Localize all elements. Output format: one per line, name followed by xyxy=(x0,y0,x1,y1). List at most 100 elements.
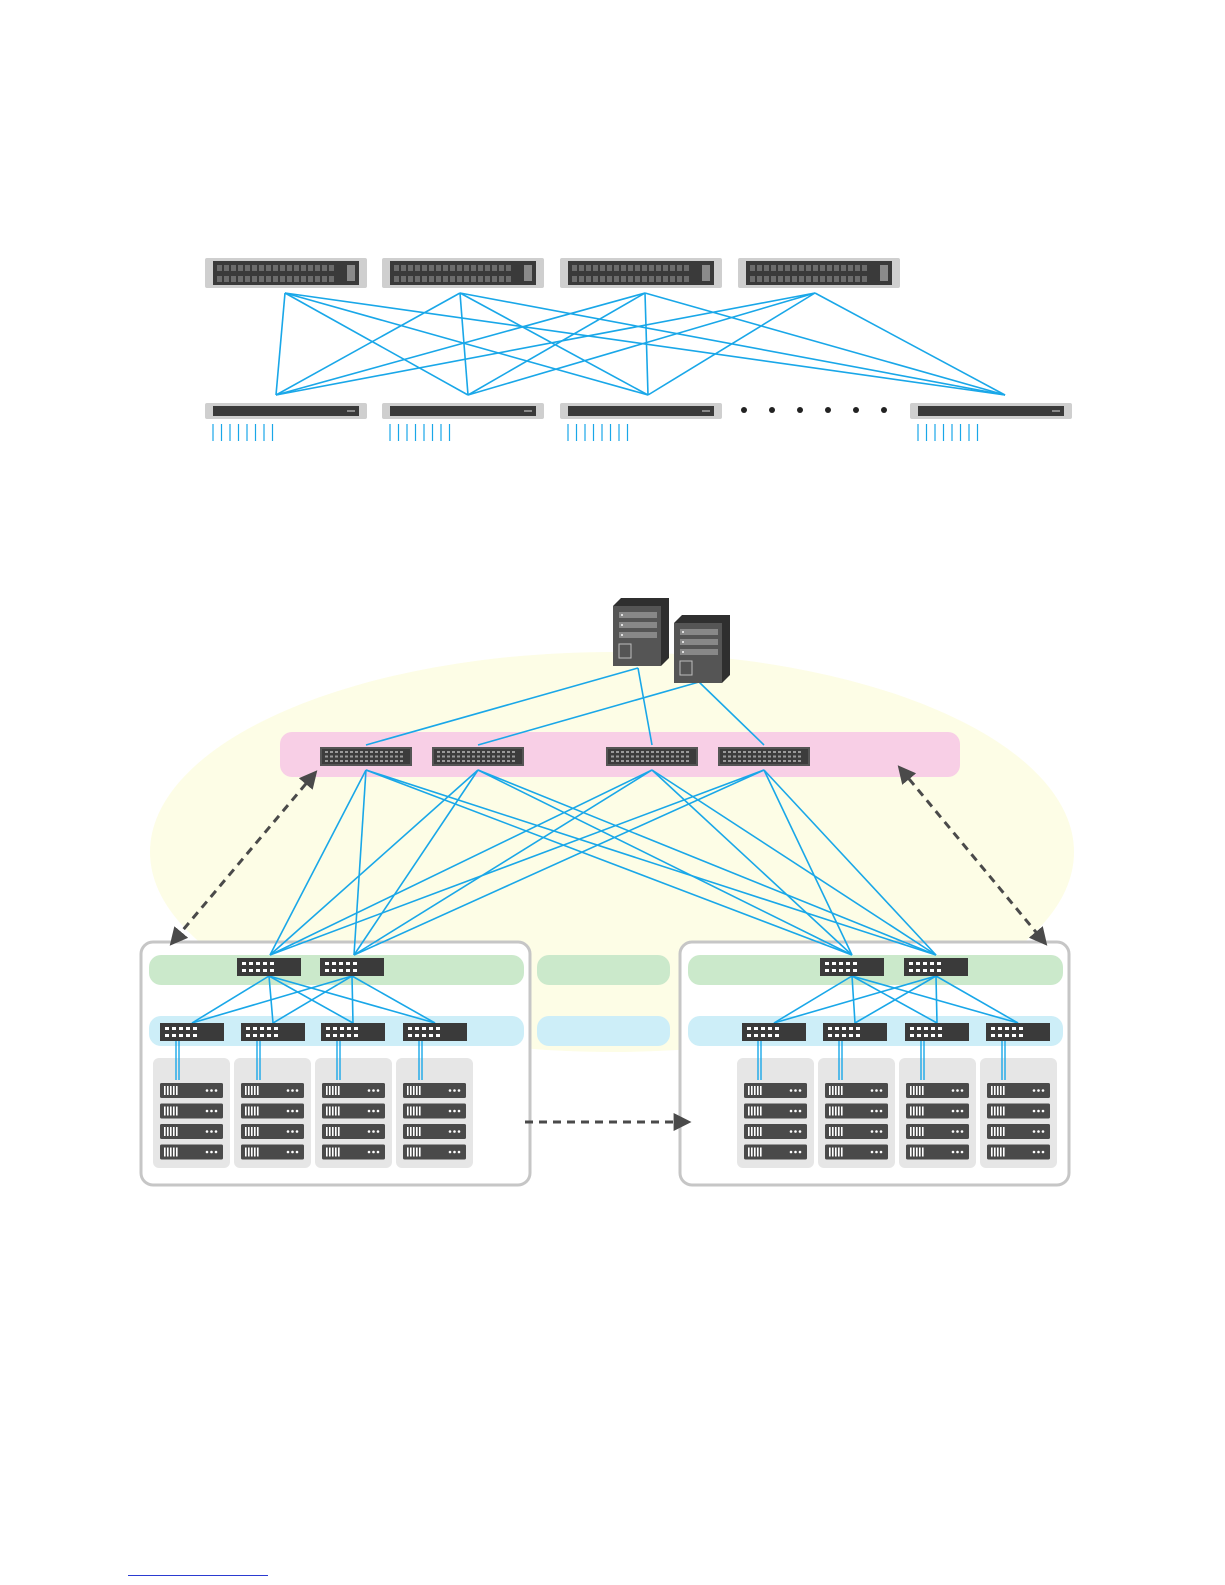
server-vent xyxy=(913,1107,915,1116)
switch-port xyxy=(666,751,669,753)
server-vent xyxy=(991,1148,993,1157)
server-led xyxy=(1037,1089,1040,1092)
rack-server-icon xyxy=(403,1083,466,1098)
server-vent xyxy=(1000,1148,1002,1157)
switch-port xyxy=(788,756,791,758)
switch-port xyxy=(415,1027,419,1030)
server-vent xyxy=(748,1148,750,1157)
switch-port xyxy=(778,265,783,271)
server-led xyxy=(952,1130,955,1133)
switch-port xyxy=(193,1034,197,1037)
server-vent xyxy=(913,1148,915,1157)
switch-port xyxy=(862,265,867,271)
switch-port xyxy=(676,751,679,753)
server-vent xyxy=(922,1127,924,1136)
server-led xyxy=(880,1130,883,1133)
switch-port xyxy=(436,276,441,282)
switch-port xyxy=(274,1027,278,1030)
switch-port xyxy=(492,265,497,271)
switch-port xyxy=(642,265,647,271)
switch-port xyxy=(442,760,445,762)
switch-port xyxy=(401,276,406,282)
switch-port xyxy=(651,756,654,758)
server-led xyxy=(372,1089,375,1092)
switch-port xyxy=(853,962,857,965)
switch-port xyxy=(656,756,659,758)
server-body xyxy=(906,1083,969,1098)
switch-port xyxy=(761,1034,765,1037)
tower-bay xyxy=(680,639,718,645)
server-vent xyxy=(754,1107,756,1116)
server-body xyxy=(403,1124,466,1139)
server-vent xyxy=(751,1086,753,1095)
switch-port xyxy=(326,1034,330,1037)
server-led xyxy=(794,1151,797,1154)
server-led xyxy=(458,1151,461,1154)
server-led xyxy=(296,1110,299,1113)
spine-leaf-link xyxy=(815,293,1005,395)
switch-port xyxy=(670,276,675,282)
server-vent xyxy=(835,1148,837,1157)
switch-port xyxy=(502,760,505,762)
switch-port xyxy=(322,276,327,282)
switch-port xyxy=(436,1027,440,1030)
switch-port xyxy=(497,751,500,753)
switch-port xyxy=(1019,1027,1023,1030)
switch-port xyxy=(350,760,353,762)
server-vent xyxy=(919,1148,921,1157)
switch-port xyxy=(841,276,846,282)
server-body xyxy=(403,1104,466,1119)
tower-bay-led xyxy=(682,641,684,643)
switch-port xyxy=(330,760,333,762)
server-led xyxy=(206,1110,209,1113)
server-vent xyxy=(757,1148,759,1157)
switch-port xyxy=(778,751,781,753)
switch-port xyxy=(768,1027,772,1030)
switch-port xyxy=(333,1034,337,1037)
switch-port xyxy=(758,756,761,758)
switch-port xyxy=(788,760,791,762)
switch-port xyxy=(482,756,485,758)
switch-port xyxy=(339,962,343,965)
server-led xyxy=(368,1130,371,1133)
switch-port xyxy=(429,276,434,282)
rack-server-icon xyxy=(160,1083,223,1098)
switch-port xyxy=(757,265,762,271)
switch-port xyxy=(628,265,633,271)
switch-port xyxy=(335,760,338,762)
tower-bay-led xyxy=(621,624,623,626)
switch-port xyxy=(626,760,629,762)
server-led xyxy=(368,1110,371,1113)
rack-server-icon xyxy=(241,1104,304,1119)
switch-port xyxy=(165,1034,169,1037)
server-vent xyxy=(991,1107,993,1116)
server-led xyxy=(1033,1089,1036,1092)
switch-port xyxy=(360,756,363,758)
server-led xyxy=(961,1110,964,1113)
server-body xyxy=(160,1104,223,1119)
switch-port xyxy=(793,751,796,753)
switch-port xyxy=(783,760,786,762)
switch-port xyxy=(923,962,927,965)
switch-port xyxy=(783,751,786,753)
rack-server-icon xyxy=(403,1145,466,1160)
switch-port xyxy=(472,760,475,762)
switch-port xyxy=(842,1034,846,1037)
server-vent xyxy=(841,1127,843,1136)
server-led xyxy=(794,1110,797,1113)
switch-port xyxy=(447,756,450,758)
server-vent xyxy=(916,1086,918,1095)
server-vent xyxy=(338,1107,340,1116)
server-led xyxy=(871,1130,874,1133)
server-body xyxy=(322,1104,385,1119)
rack-server-icon xyxy=(906,1083,969,1098)
switch-port xyxy=(340,1027,344,1030)
tower-bay-led xyxy=(621,634,623,636)
switch-port xyxy=(579,276,584,282)
server-vent xyxy=(332,1148,334,1157)
server-vent xyxy=(922,1107,924,1116)
server-led xyxy=(453,1130,456,1133)
switch-port xyxy=(252,265,257,271)
switch-port xyxy=(330,751,333,753)
switch-port xyxy=(452,756,455,758)
